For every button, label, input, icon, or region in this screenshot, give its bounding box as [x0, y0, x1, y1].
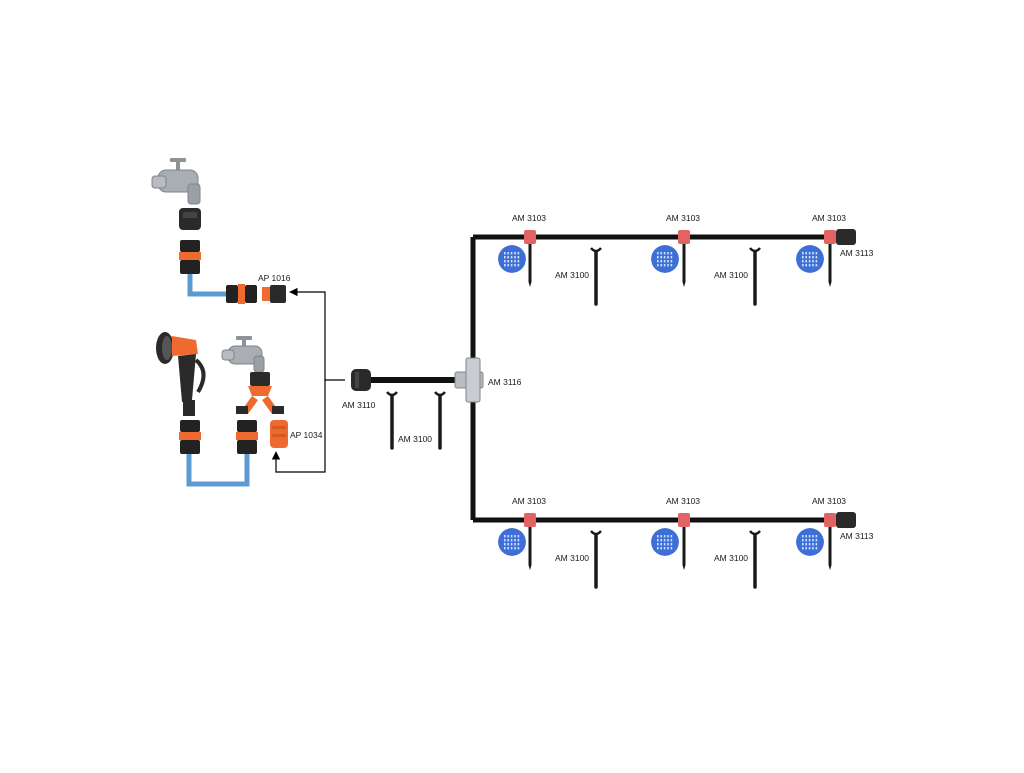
- garden-hose: [186, 454, 250, 487]
- label-am3100: AM 3100: [398, 434, 433, 444]
- label-am3103: AM 3103: [512, 213, 547, 223]
- tee-connector-icon: [454, 357, 484, 403]
- upper-tap-assembly: [151, 158, 286, 304]
- sprinkler-stake-icon: [524, 230, 536, 287]
- water-tap-icon: [151, 158, 201, 205]
- label-am3113: AM 3113: [840, 531, 874, 541]
- water-tap-icon: [221, 336, 265, 373]
- sprinkler-icon: [796, 528, 824, 556]
- stake-icon: [749, 530, 761, 589]
- label-am3100: AM 3100: [555, 270, 590, 280]
- label-am3103: AM 3103: [512, 496, 547, 506]
- sprinkler-stake-icon: [678, 230, 690, 287]
- label-am3116: AM 3116: [488, 377, 522, 387]
- sprinkler-stakes-group: [524, 230, 836, 570]
- sprinkler-icon: [796, 245, 824, 273]
- stake-icon: [434, 391, 446, 450]
- label-am3113: AM 3113: [840, 248, 874, 258]
- hose-connector-icon: [236, 420, 258, 454]
- hose-connector-icon: [226, 284, 257, 304]
- stake-icon: [590, 530, 602, 589]
- label-ap1034: AP 1034: [290, 430, 323, 440]
- lower-tap-assembly: [156, 332, 288, 487]
- hose-connector-icon: [179, 208, 201, 230]
- hose-connector-icon: [179, 420, 201, 454]
- main-pipe-network: [351, 234, 834, 523]
- label-am3100: AM 3100: [714, 553, 749, 563]
- hose-connector-icon: [351, 369, 371, 391]
- spray-gun-icon: [156, 332, 206, 416]
- sprinkler-icon: [498, 245, 526, 273]
- label-am3103: AM 3103: [812, 496, 847, 506]
- end-cap-icon: [836, 229, 856, 245]
- pipe-segment: [371, 377, 459, 383]
- sprinkler-icon: [651, 245, 679, 273]
- label-am3103: AM 3103: [666, 213, 701, 223]
- stake-icon: [386, 391, 398, 450]
- label-am3100: AM 3100: [555, 553, 590, 563]
- label-am3103: AM 3103: [666, 496, 701, 506]
- y-splitter-icon: [236, 372, 284, 414]
- sprinkler-icon: [651, 528, 679, 556]
- hose-connector-icon: [179, 240, 201, 274]
- ap1016-adapter-icon: [262, 285, 286, 303]
- label-am3103: AM 3103: [812, 213, 847, 223]
- sprinkler-stake-icon: [824, 513, 836, 570]
- label-am3110: AM 3110: [342, 400, 376, 410]
- end-cap-icon: [836, 512, 856, 528]
- label-ap1016: AP 1016: [258, 273, 291, 283]
- stake-icon: [590, 247, 602, 306]
- sprinkler-stake-icon: [524, 513, 536, 570]
- ap1034-adapter-icon: [270, 420, 288, 448]
- sprinkler-stake-icon: [678, 513, 690, 570]
- sprinkler-stake-icon: [824, 230, 836, 287]
- stakes-group: [386, 247, 761, 589]
- sprinkler-icon: [498, 528, 526, 556]
- garden-hose: [187, 274, 228, 297]
- connection-arrows: [271, 287, 345, 473]
- label-am3100: AM 3100: [714, 270, 749, 280]
- stake-icon: [749, 247, 761, 306]
